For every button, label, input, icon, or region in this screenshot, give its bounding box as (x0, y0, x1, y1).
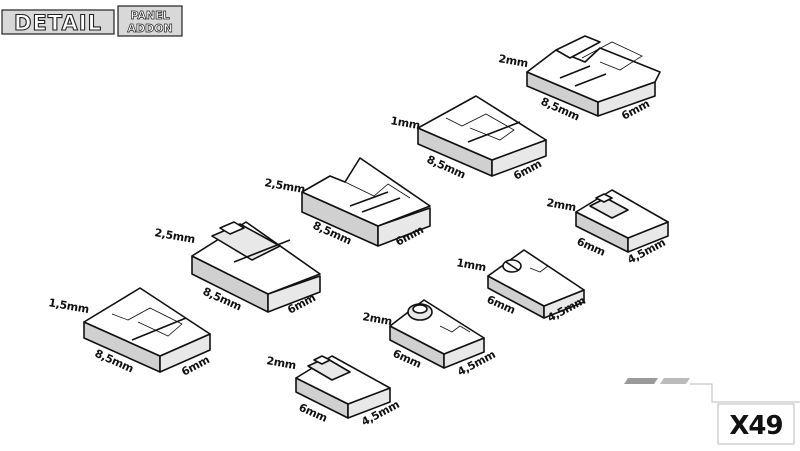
piece-2-thickness: 2,5mm (263, 176, 306, 196)
detail-piece-1 (417, 95, 547, 177)
piece-3-thickness: 2,5mm (153, 226, 196, 246)
detail-piece-0 (526, 35, 661, 117)
detail-piece-5 (575, 189, 669, 253)
product-code-badge: X49 (717, 403, 795, 445)
piece-7-thickness: 2mm (361, 310, 392, 328)
piece-8-thickness: 2mm (265, 354, 296, 372)
logo-word: DETAIL (14, 11, 102, 35)
logo-sub-line-1: PANEL (130, 9, 169, 22)
piece-0-thickness: 2mm (497, 52, 528, 70)
detail-piece-7 (389, 299, 485, 369)
piece-1-thickness: 1mm (389, 114, 420, 132)
piece-6-thickness: 1mm (455, 256, 486, 274)
logo-sub-line-2: ADDON (127, 22, 172, 35)
piece-4-thickness: 1,5mm (47, 296, 90, 316)
piece-5-thickness: 2mm (545, 196, 576, 214)
product-code: X49 (729, 411, 782, 441)
detail-piece-3 (191, 221, 321, 313)
detail-piece-8 (295, 355, 391, 419)
detail-piece-4 (83, 287, 211, 373)
corner-decoration (624, 378, 800, 403)
detail-panel-addon-logo: DETAIL PANEL ADDON (1, 5, 183, 37)
detail-piece-2 (301, 157, 431, 247)
detail-piece-6 (487, 249, 585, 319)
